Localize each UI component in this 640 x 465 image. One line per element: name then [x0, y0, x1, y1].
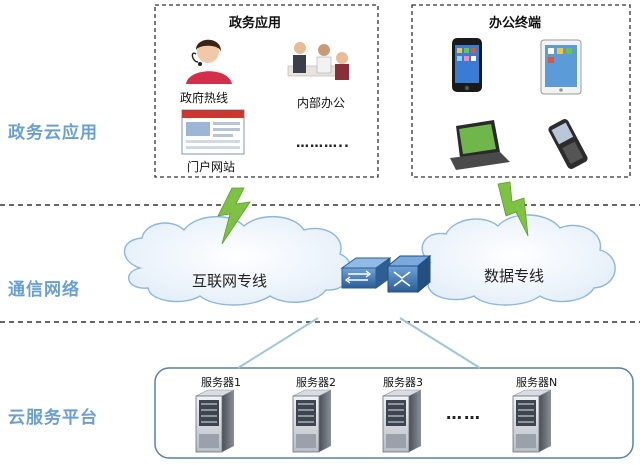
lightning-icon-right [497, 181, 529, 237]
terminals-box [411, 4, 631, 178]
switch-icon [340, 257, 392, 289]
hotline-operator-icon [186, 39, 232, 84]
more-apps-ellipsis: ……….. [296, 136, 350, 151]
internet-line-label: 互联网专线 [192, 272, 268, 290]
server-label-2: 服务器2 [296, 376, 336, 389]
server-icon-3 [382, 389, 422, 453]
internal-office-label: 内部办公 [297, 96, 346, 110]
terminals-title: 办公终端 [489, 16, 542, 31]
section-label-network: 通信网络 [8, 280, 80, 300]
laptop-icon [450, 120, 510, 170]
server-label-3: 服务器3 [383, 376, 423, 389]
server-icon-1 [195, 389, 235, 453]
link-line-right [399, 317, 481, 369]
web-portal-icon [181, 109, 245, 155]
server-icon-n [512, 389, 552, 453]
server-label-n: 服务器N [516, 376, 558, 389]
gov-apps-title: 政务应用 [229, 16, 282, 31]
data-line-label: 数据专线 [484, 267, 545, 285]
data-line-cloud [413, 214, 616, 306]
server-label-1: 服务器1 [201, 376, 241, 389]
section-label-app: 政务云应用 [8, 123, 98, 143]
tablet-icon [540, 39, 582, 95]
mobile-phone-icon [548, 119, 588, 169]
section-label-platform: 云服务平台 [8, 408, 98, 428]
internet-cloud [124, 215, 352, 306]
lightning-icon-left [217, 187, 251, 245]
meeting-icon [287, 42, 349, 80]
server-icon-2 [292, 389, 332, 453]
link-line-left [237, 317, 319, 369]
gov-apps-box [154, 4, 379, 178]
smartphone-icon [452, 38, 482, 92]
router-icon [386, 254, 432, 294]
server-ellipsis: …… [446, 404, 482, 423]
hotline-label: 政府热线 [180, 91, 229, 105]
web-portal-label: 门户网站 [187, 160, 236, 174]
